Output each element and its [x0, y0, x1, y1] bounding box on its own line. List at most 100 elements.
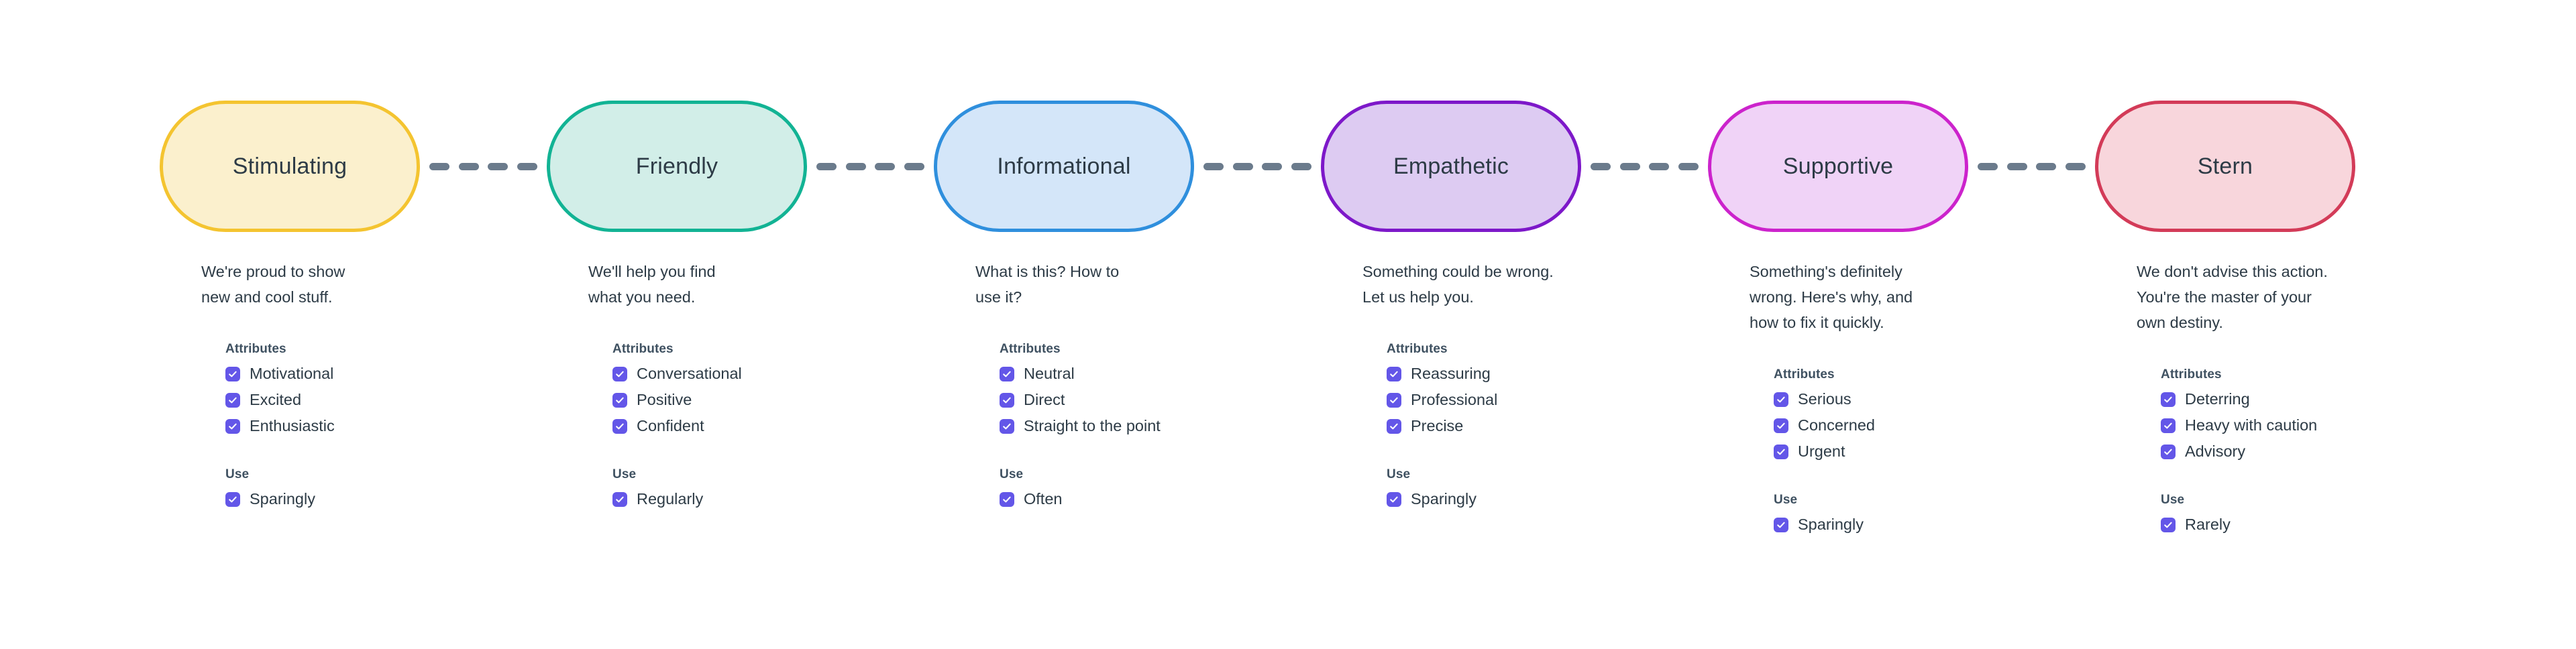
check-icon[interactable]: [2161, 418, 2176, 433]
checkbox-row[interactable]: Straight to the point: [1000, 413, 1336, 439]
dashed-line-icon: [1968, 162, 2095, 170]
checkbox-row[interactable]: Rarely: [2161, 512, 2497, 538]
check-icon[interactable]: [1000, 418, 1014, 434]
tone-pill[interactable]: Empathetic: [1321, 101, 1581, 232]
dash-segment: [1978, 162, 1998, 170]
dash-segment: [1649, 162, 1670, 170]
check-icon[interactable]: [1000, 392, 1014, 408]
check-icon[interactable]: [1387, 491, 1401, 507]
attributes-group-heading: Attributes: [612, 342, 674, 356]
check-icon[interactable]: [1387, 366, 1401, 381]
checkbox-row[interactable]: Deterring: [2161, 386, 2497, 412]
use-group-heading: Use: [225, 467, 250, 481]
check-icon[interactable]: [2161, 517, 2176, 532]
check-icon[interactable]: [1000, 366, 1014, 381]
checkbox-label: Professional: [1411, 390, 1498, 408]
dash-segment: [2065, 162, 2086, 170]
tone-pill[interactable]: Stern: [2095, 101, 2355, 232]
check-icon[interactable]: [612, 491, 627, 507]
checkbox-row[interactable]: Concerned: [1774, 412, 2110, 438]
checkbox-row[interactable]: Sparingly: [225, 486, 561, 512]
checkbox-label: Rarely: [2185, 515, 2231, 533]
tone-pill-label: Empathetic: [1393, 153, 1509, 179]
checkbox-row[interactable]: Neutral: [1000, 361, 1336, 387]
dash-segment: [458, 162, 479, 170]
dash-segment: [1619, 162, 1640, 170]
check-icon[interactable]: [225, 366, 240, 381]
checkbox-row[interactable]: Often: [1000, 486, 1336, 512]
checkbox-label: Serious: [1798, 390, 1851, 408]
check-icon[interactable]: [1387, 392, 1401, 408]
tone-pill[interactable]: Friendly: [547, 101, 807, 232]
check-icon[interactable]: [612, 392, 627, 408]
use-group-heading: Use: [612, 467, 637, 481]
dash-segment: [904, 162, 924, 170]
checkbox-row[interactable]: Heavy with caution: [2161, 412, 2497, 438]
checkbox-row[interactable]: Urgent: [1774, 438, 2110, 465]
check-icon[interactable]: [225, 491, 240, 507]
checkbox-label: Sparingly: [1411, 489, 1477, 508]
tone-pill-row: Stimulating Friendly Informational Empathet…: [160, 101, 2355, 232]
use-group-heading: Use: [1387, 467, 1411, 481]
checkbox-row[interactable]: Advisory: [2161, 438, 2497, 465]
tone-description: We don't advise this action. You're the …: [2137, 263, 2328, 331]
check-icon[interactable]: [1774, 418, 1788, 433]
checkbox-row[interactable]: Sparingly: [1387, 486, 1723, 512]
checkbox-row[interactable]: Confident: [612, 413, 949, 439]
checkbox-label: Conversational: [637, 364, 742, 382]
check-icon[interactable]: [612, 418, 627, 434]
check-icon[interactable]: [2161, 392, 2176, 407]
tone-pill-label: Stimulating: [232, 153, 347, 179]
checkbox-row[interactable]: Precise: [1387, 413, 1723, 439]
checkbox-row[interactable]: Sparingly: [1774, 512, 2110, 538]
check-icon[interactable]: [612, 366, 627, 381]
checkbox-label: Heavy with caution: [2185, 416, 2318, 434]
checkbox-row[interactable]: Positive: [612, 387, 949, 413]
check-icon[interactable]: [2161, 444, 2176, 459]
checkbox-label: Straight to the point: [1024, 416, 1161, 434]
check-icon[interactable]: [225, 392, 240, 408]
tone-column: We're proud to show new and cool stuff.A…: [201, 259, 588, 538]
dash-segment: [1232, 162, 1253, 170]
use-group-heading: Use: [1774, 493, 1798, 507]
checkbox-row[interactable]: Conversational: [612, 361, 949, 387]
check-icon[interactable]: [1774, 517, 1788, 532]
tone-pill[interactable]: Supportive: [1708, 101, 1968, 232]
checkbox-label: Urgent: [1798, 442, 1845, 460]
check-icon[interactable]: [1000, 491, 1014, 507]
checkbox-label: Concerned: [1798, 416, 1875, 434]
checkbox-row[interactable]: Direct: [1000, 387, 1336, 413]
check-icon[interactable]: [1387, 418, 1401, 434]
attributes-group-heading: Attributes: [2161, 367, 2222, 381]
checkbox-label: Confident: [637, 416, 704, 434]
tone-description: We'll help you find what you need.: [588, 263, 716, 306]
checkbox-row[interactable]: Professional: [1387, 387, 1723, 413]
checkbox-row[interactable]: Enthusiastic: [225, 413, 561, 439]
dashed-line-icon: [1194, 162, 1321, 170]
checkbox-row[interactable]: Excited: [225, 387, 561, 413]
checkbox-row[interactable]: Regularly: [612, 486, 949, 512]
checkbox-label: Sparingly: [250, 489, 315, 508]
check-icon[interactable]: [1774, 444, 1788, 459]
check-icon[interactable]: [1774, 392, 1788, 407]
tone-pill[interactable]: Stimulating: [160, 101, 420, 232]
checkbox-row[interactable]: Serious: [1774, 386, 2110, 412]
dashed-line-icon: [1581, 162, 1708, 170]
checkbox-row[interactable]: Reassuring: [1387, 361, 1723, 387]
check-icon[interactable]: [225, 418, 240, 434]
dash-segment: [816, 162, 837, 170]
tone-pill[interactable]: Informational: [934, 101, 1194, 232]
checkbox-label: Excited: [250, 390, 302, 408]
tone-description: We're proud to show new and cool stuff.: [201, 263, 345, 306]
checkbox-row[interactable]: Motivational: [225, 361, 561, 387]
tone-description: Something could be wrong. Let us help yo…: [1362, 263, 1554, 306]
